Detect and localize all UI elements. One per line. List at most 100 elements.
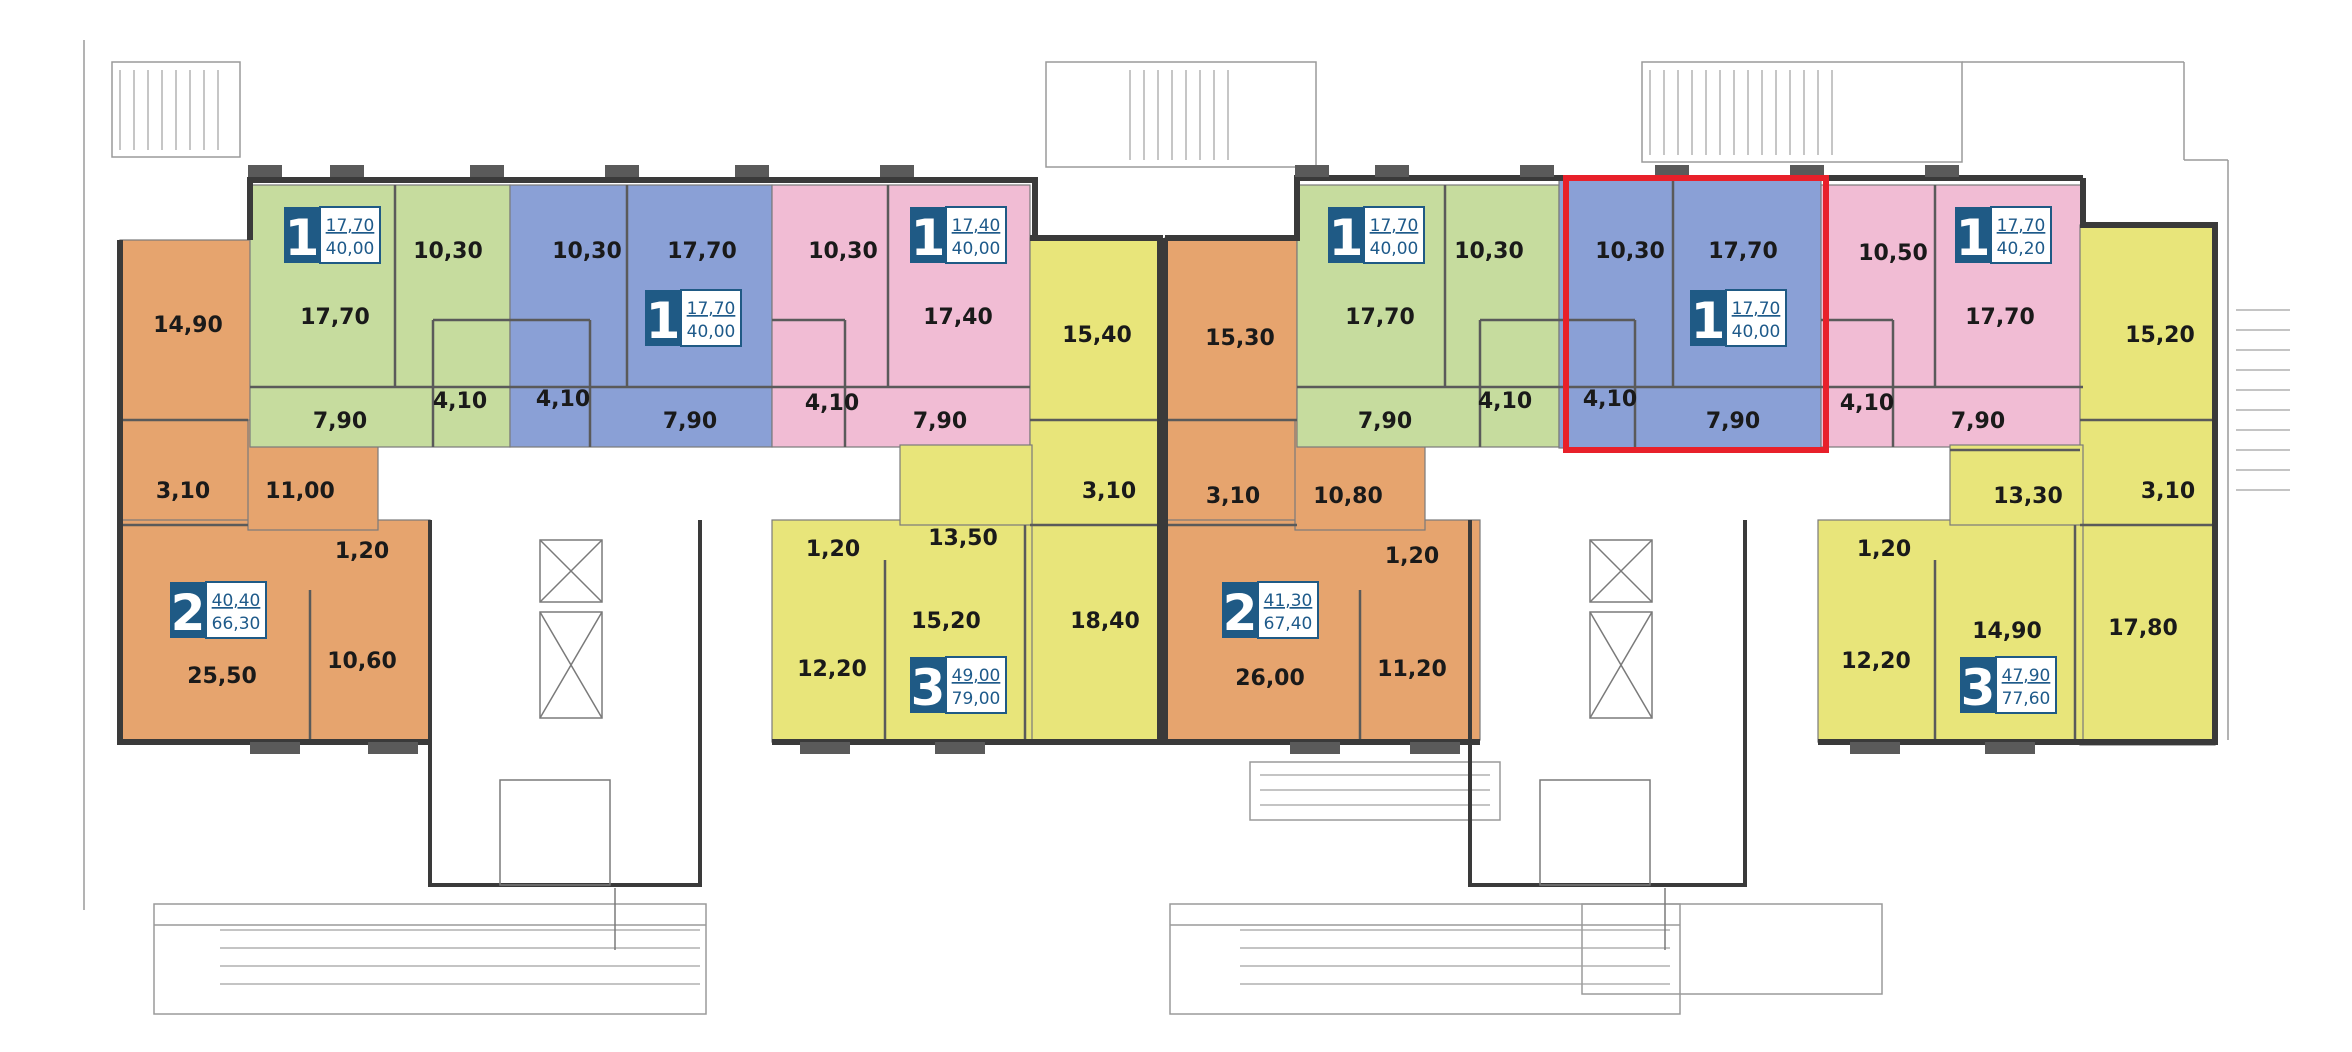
apartment-badge[interactable]: 3 47,90 77,60	[1960, 656, 2057, 717]
apt-fill-right-2room-a	[1164, 237, 1298, 524]
room-area: 3,10	[156, 479, 210, 504]
room-area: 17,70	[667, 239, 737, 264]
apartment-badges: 1 17,70 40,00 1 17,70 40,00 1 17,40 40,0…	[170, 206, 2057, 717]
room-area: 14,90	[1972, 619, 2042, 644]
apartment-badge[interactable]: 1 17,40 40,00	[910, 206, 1007, 267]
apartment-living-area: 17,70	[1997, 216, 2046, 236]
room-area: 1,20	[335, 539, 389, 564]
apartment-room-count: 3	[1961, 659, 1996, 717]
room-area: 13,30	[1993, 484, 2063, 509]
room-area: 17,70	[1345, 305, 1415, 330]
apartment-room-count: 1	[285, 209, 320, 267]
room-area: 4,10	[1583, 387, 1637, 412]
room-area: 12,20	[797, 657, 867, 682]
interior-walls	[120, 178, 2215, 742]
room-area: 11,00	[265, 479, 335, 504]
site-linework	[83, 40, 2229, 1015]
apt-fill-yellow-3room-d	[2079, 224, 2216, 746]
highlighted-apartment-outline[interactable]	[1563, 175, 1829, 453]
room-area: 7,90	[663, 409, 717, 434]
apartment-total-area: 77,60	[2002, 689, 2051, 709]
apartment-badge[interactable]: 1 17,70 40,00	[1690, 289, 1787, 350]
apt-fill-yellow-3room-a	[1029, 237, 1161, 744]
stair-core-detail	[499, 539, 1666, 950]
apt-fill-right-2room-b	[1164, 519, 1481, 741]
room-area: 11,20	[1377, 657, 1447, 682]
room-area: 3,10	[2141, 479, 2195, 504]
apartment-total-area: 67,40	[1264, 614, 1313, 634]
apartment-living-area: 17,70	[1370, 216, 1419, 236]
room-area: 7,90	[1951, 409, 2005, 434]
room-area: 12,20	[1841, 649, 1911, 674]
apt-fill-yellow-3room-f	[1949, 444, 2084, 526]
room-area: 10,30	[413, 239, 483, 264]
apartment-living-area: 17,70	[326, 216, 375, 236]
room-area: 4,10	[1840, 391, 1894, 416]
apartment-badge[interactable]: 1 17,70 40,20	[1955, 206, 2052, 267]
room-area: 15,40	[1062, 323, 1132, 348]
apartment-badge[interactable]: 1 17,70 40,00	[284, 206, 381, 267]
apartment-room-count: 2	[1223, 584, 1258, 642]
apartment-room-count: 1	[1329, 209, 1364, 267]
apartment-badge[interactable]: 3 49,00 79,00	[910, 656, 1007, 717]
apartment-living-area: 40,40	[212, 591, 261, 611]
room-area: 26,00	[1235, 666, 1305, 691]
apartment-badge[interactable]: 2 40,40 66,30	[170, 581, 267, 642]
room-area: 17,70	[1708, 239, 1778, 264]
room-area: 4,10	[433, 389, 487, 414]
apartment-total-area: 66,30	[212, 614, 261, 634]
apartment-room-count: 3	[911, 659, 946, 717]
room-area: 10,30	[552, 239, 622, 264]
room-area: 3,10	[1082, 479, 1136, 504]
room-area: 1,20	[806, 537, 860, 562]
apt-fill-yellow-3room-c	[899, 444, 1033, 526]
apartment-living-area: 49,00	[952, 666, 1001, 686]
apartment-total-area: 40,20	[1997, 239, 2046, 259]
room-area: 7,90	[313, 409, 367, 434]
room-area: 7,90	[1358, 409, 1412, 434]
room-area: 17,40	[923, 305, 993, 330]
apartment-living-area: 17,70	[687, 299, 736, 319]
room-area: 15,30	[1205, 326, 1275, 351]
room-area: 10,30	[1595, 239, 1665, 264]
apartment-living-area: 17,70	[1732, 299, 1781, 319]
apartment-room-count: 2	[171, 584, 206, 642]
room-area: 15,20	[911, 609, 981, 634]
room-area: 10,60	[327, 649, 397, 674]
apartment-total-area: 40,00	[326, 239, 375, 259]
apartment-total-area: 40,00	[952, 239, 1001, 259]
apartment-room-count: 1	[646, 292, 681, 350]
room-area: 17,70	[1965, 305, 2035, 330]
apartment-total-area: 40,00	[687, 322, 736, 342]
apartment-room-count: 1	[1956, 209, 1991, 267]
room-area: 10,50	[1858, 241, 1928, 266]
room-area: 4,10	[536, 387, 590, 412]
apartment-total-area: 40,00	[1732, 322, 1781, 342]
room-area: 17,70	[300, 305, 370, 330]
apartment-badge[interactable]: 1 17,70 40,00	[1328, 206, 1425, 267]
room-area: 1,20	[1857, 537, 1911, 562]
exterior-walls	[117, 175, 2218, 745]
apt-fill-left-2room	[119, 239, 253, 526]
stair-hatch	[119, 70, 2290, 985]
apartment-living-area: 17,40	[952, 216, 1001, 236]
room-area: 4,10	[1478, 389, 1532, 414]
apartment-total-area: 40,00	[1370, 239, 1419, 259]
room-area: 13,50	[928, 526, 998, 551]
apartment-badge[interactable]: 1 17,70 40,00	[645, 289, 742, 350]
apartment-living-area: 41,30	[1264, 591, 1313, 611]
windows	[248, 165, 2035, 754]
apartment-room-count: 1	[1691, 292, 1726, 350]
room-area: 15,20	[2125, 323, 2195, 348]
apartment-living-area: 47,90	[2002, 666, 2051, 686]
room-area: 3,10	[1206, 484, 1260, 509]
room-area: 7,90	[1706, 409, 1760, 434]
room-area: 10,30	[808, 239, 878, 264]
room-area: 10,80	[1313, 484, 1383, 509]
apartment-badge[interactable]: 2 41,30 67,40	[1222, 581, 1319, 642]
apartment-total-area: 79,00	[952, 689, 1001, 709]
room-area: 17,80	[2108, 616, 2178, 641]
apartment-room-count: 1	[911, 209, 946, 267]
room-area: 25,50	[187, 664, 257, 689]
